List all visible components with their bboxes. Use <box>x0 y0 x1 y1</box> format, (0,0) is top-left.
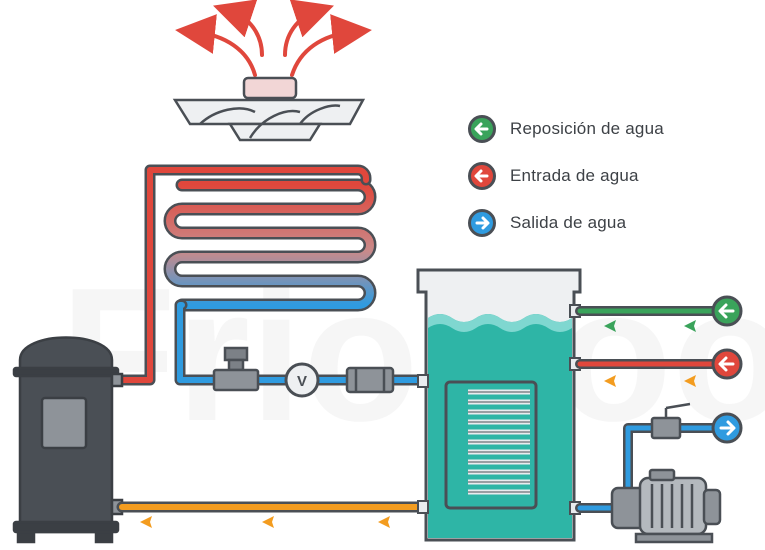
heat-exhaust-arrows-icon <box>175 0 372 77</box>
inlet-flow-arrows <box>604 375 696 387</box>
water-outlet-connector-icon <box>711 412 743 444</box>
makeup-water-connector-icon <box>711 295 743 327</box>
water-tank <box>416 268 582 542</box>
legend-label: Reposición de agua <box>510 119 664 138</box>
arrow-right-blue-icon <box>468 209 496 237</box>
legend-label: Salida de agua <box>510 213 627 232</box>
legend: Reposición de agua Entrada de agua Salid… <box>468 112 748 253</box>
legend-item-salida: Salida de agua <box>468 206 748 240</box>
filter-icon <box>345 366 395 394</box>
solenoid-valve-icon <box>212 346 260 392</box>
fan-icon <box>172 76 366 142</box>
suction-flow-arrows <box>140 516 390 528</box>
makeup-flow-arrows <box>604 320 696 332</box>
ball-valve-icon <box>650 402 691 440</box>
legend-label: Entrada de agua <box>510 166 639 185</box>
compressor-icon <box>12 336 124 544</box>
arrow-left-green-icon <box>468 115 496 143</box>
water-outlet-pipe <box>575 423 719 513</box>
legend-item-entrada: Entrada de agua <box>468 159 748 193</box>
water-pump-icon <box>610 468 722 544</box>
legend-item-reposicion: Reposición de agua <box>468 112 748 146</box>
valve-label: V <box>297 373 307 390</box>
arrow-left-red-icon <box>468 162 496 190</box>
condenser-coil <box>163 178 377 312</box>
hot-gas-pipe <box>112 164 372 386</box>
expansion-valve-icon: V <box>284 362 320 398</box>
evaporator-coil <box>444 380 538 510</box>
water-inlet-connector-icon <box>711 348 743 380</box>
